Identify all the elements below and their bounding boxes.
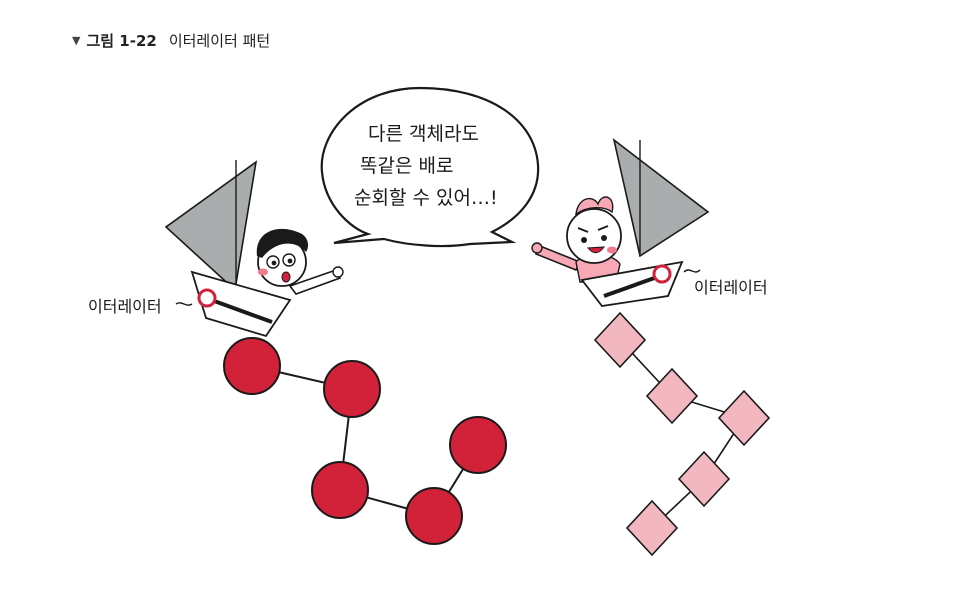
left-iterator-label: 이터레이터	[88, 297, 162, 316]
circle-node	[323, 360, 381, 418]
left-boat-lever	[205, 296, 273, 324]
right-cheek	[607, 246, 617, 254]
right-boat-lever	[603, 274, 661, 298]
left-hand	[332, 266, 344, 278]
right-iterator-character: 이터레이터	[531, 138, 768, 307]
right-eye	[581, 237, 587, 243]
diamond-node	[645, 367, 699, 425]
diamond-node	[717, 389, 771, 447]
left-sail-icon	[164, 160, 258, 292]
circle-node	[405, 487, 463, 545]
right-head	[566, 208, 622, 264]
left-pupil	[271, 260, 277, 266]
left-hair	[256, 228, 309, 258]
left-iterator-character: 이터레이터	[88, 160, 344, 338]
right-eye	[601, 235, 607, 241]
right-sail-icon	[612, 138, 710, 258]
diamond-collection	[593, 311, 771, 557]
right-brow	[597, 225, 609, 231]
circle-node	[223, 337, 281, 395]
speech-bubble-shape	[320, 86, 540, 248]
left-boat-knob-icon	[197, 288, 217, 308]
left-pupil	[287, 258, 293, 264]
figure-title: 이터레이터 패턴	[168, 32, 271, 50]
speech-line-2: 똑같은 배로	[360, 155, 453, 177]
left-cheek	[258, 268, 268, 276]
diamond-node	[593, 311, 647, 369]
speech-line-1: 다른 객체라도	[368, 123, 479, 145]
diamond-node	[677, 450, 731, 508]
diamond-node	[625, 499, 679, 557]
speech-bubble: 다른 객체라도 똑같은 배로 순회할 수 있어…!	[320, 86, 540, 248]
left-label-squiggle	[175, 302, 193, 306]
right-brow	[577, 227, 589, 233]
figure-label: 그림 1-22	[86, 32, 157, 50]
speech-line-3: 순회할 수 있어…!	[354, 187, 498, 209]
right-boat-knob-icon	[652, 264, 672, 284]
circle-collection	[223, 337, 507, 545]
right-mouth	[587, 246, 606, 254]
right-hand	[531, 242, 543, 254]
right-label-squiggle	[683, 269, 701, 273]
circle-node	[311, 461, 369, 519]
left-arm	[288, 269, 342, 295]
left-mouth	[281, 271, 291, 283]
right-iterator-label: 이터레이터	[694, 278, 768, 297]
figure-caption: ▼ 그림 1-22 이터레이터 패턴	[72, 30, 270, 51]
right-hair-tuft	[575, 196, 614, 216]
circle-node	[449, 416, 507, 474]
caption-triangle-icon: ▼	[72, 34, 81, 47]
